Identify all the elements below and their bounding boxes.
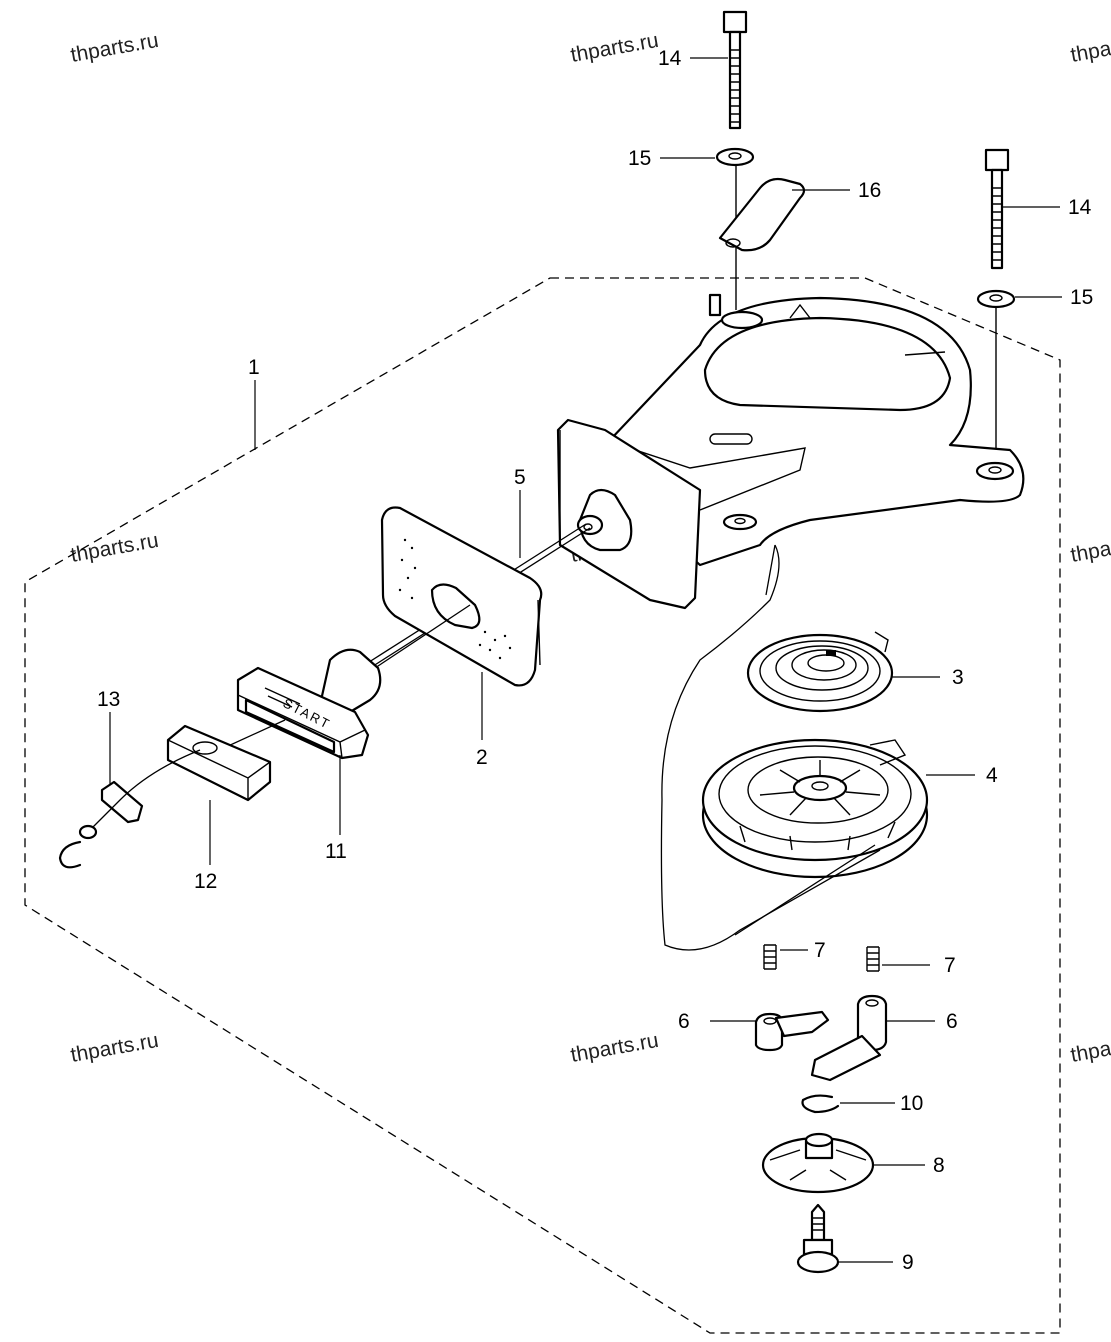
drive-plate-8	[761, 1132, 875, 1194]
callout-4: 4	[986, 764, 998, 787]
callout-12: 12	[194, 870, 217, 893]
callout-14-top: 14	[658, 47, 682, 70]
callout-9: 9	[902, 1251, 914, 1274]
callout-8: 8	[933, 1154, 945, 1177]
watermark: thparts.ru	[69, 1029, 160, 1067]
pulley-reel-4	[701, 738, 929, 879]
retaining-ring-10	[801, 1094, 840, 1114]
callout-1: 1	[248, 356, 260, 379]
rope-knot-13	[58, 749, 201, 869]
grip-block-12	[166, 724, 272, 802]
callout-15-right: 15	[1070, 286, 1093, 309]
callout-16: 16	[858, 179, 881, 202]
watermark: thparts.ru	[69, 29, 160, 67]
spiral-spring-3	[746, 631, 894, 713]
callout-13: 13	[97, 688, 120, 711]
watermark: thparts.ru	[569, 29, 660, 67]
callout-5: 5	[514, 466, 526, 489]
callout-14-right: 14	[1068, 196, 1092, 219]
watermark: thparts.ru	[1069, 1029, 1111, 1067]
rope-path	[660, 544, 881, 951]
rope-to-handle	[374, 604, 471, 669]
washer-15-right	[976, 289, 1016, 309]
callout-7-left: 7	[814, 939, 826, 962]
starter-handle-11: START	[236, 648, 382, 760]
pawl-6-right	[810, 994, 888, 1082]
pawl-spring-7-left	[763, 944, 777, 970]
rope-path-inner	[734, 544, 876, 936]
callout-10: 10	[900, 1092, 923, 1115]
watermark: thparts.ru	[1069, 29, 1111, 67]
bolt-14-right	[984, 148, 1010, 270]
starter-housing	[556, 293, 1025, 610]
callout-6-left: 6	[678, 1010, 690, 1033]
callout-6-right: 6	[946, 1010, 958, 1033]
guide-plate-16	[718, 177, 806, 252]
watermark: thparts.ru	[69, 529, 160, 567]
washer-15-left	[715, 147, 755, 167]
callout-3: 3	[952, 666, 964, 689]
pawl-6-left	[754, 1010, 830, 1052]
callout-2: 2	[476, 746, 488, 769]
bolt-14-left	[722, 10, 748, 130]
callout-11: 11	[325, 840, 347, 863]
screw-9	[796, 1203, 840, 1274]
rope-guide-2	[380, 506, 543, 687]
watermark: thparts.ru	[569, 1029, 660, 1067]
leader-lines	[109, 57, 1062, 1263]
pawl-spring-7-right	[866, 946, 880, 972]
callout-7-right: 7	[944, 954, 956, 977]
callouts: 14 15 16 14 15 1 5 2 3 4 13 11 12 7 7 6 …	[97, 47, 1093, 1274]
callout-15-top: 15	[628, 147, 651, 170]
assembly-boundary	[24, 277, 1061, 1334]
grip-texture	[398, 538, 512, 660]
watermark: thparts.ru	[1069, 529, 1111, 567]
